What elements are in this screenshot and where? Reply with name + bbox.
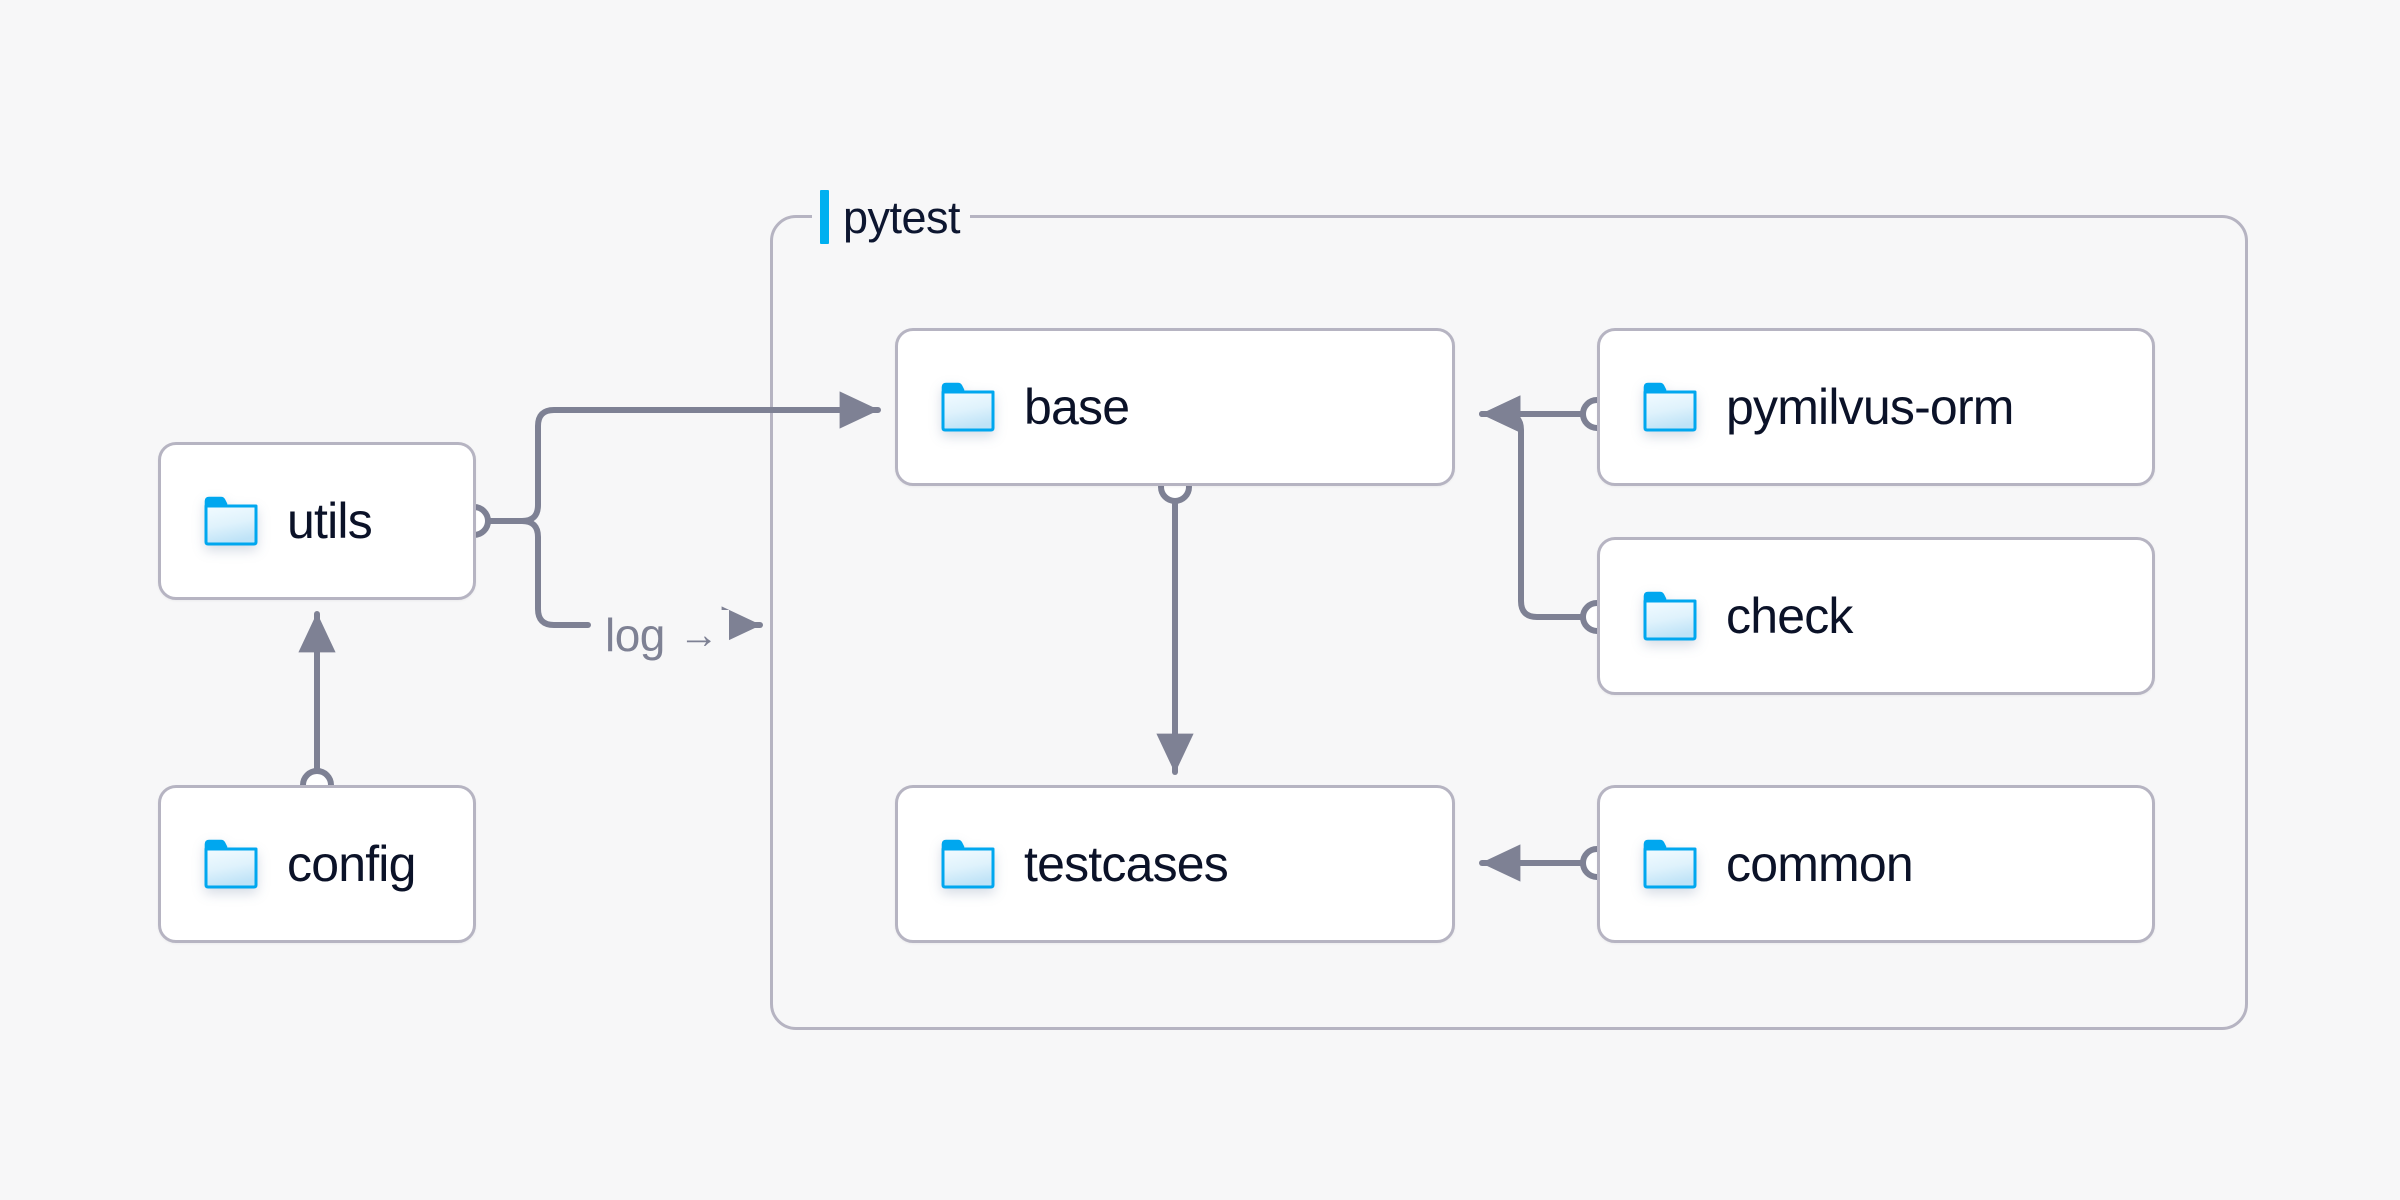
- node-common[interactable]: common: [1597, 785, 2155, 943]
- node-pymilvus-orm[interactable]: pymilvus-orm: [1597, 328, 2155, 486]
- node-label: check: [1726, 588, 1853, 644]
- edge-label-log-text: log: [605, 609, 665, 661]
- node-utils[interactable]: utils: [158, 442, 476, 600]
- node-label: utils: [287, 493, 373, 549]
- folder-icon: [1642, 590, 1698, 642]
- folder-icon: [940, 381, 996, 433]
- group-label-text: pytest: [843, 191, 961, 243]
- edge-utils-log-part1[interactable]: [519, 518, 591, 628]
- group-container-pytest[interactable]: [770, 215, 2248, 1030]
- folder-icon: [203, 838, 259, 890]
- node-check[interactable]: check: [1597, 537, 2155, 695]
- node-label: common: [1726, 836, 1914, 892]
- edge-label-log[interactable]: log →: [595, 610, 729, 660]
- group-accent-bar-icon: [820, 190, 829, 244]
- folder-icon: [940, 838, 996, 890]
- node-label: testcases: [1024, 836, 1229, 892]
- folder-icon: [1642, 838, 1698, 890]
- node-label: base: [1024, 379, 1130, 435]
- node-label: config: [287, 836, 416, 892]
- group-label-pytest[interactable]: pytest: [812, 186, 971, 248]
- node-label: pymilvus-orm: [1726, 379, 2014, 435]
- folder-icon: [1642, 381, 1698, 433]
- node-base[interactable]: base: [895, 328, 1455, 486]
- folder-icon: [203, 495, 259, 547]
- node-config[interactable]: config: [158, 785, 476, 943]
- arrow-right-icon: →: [678, 613, 719, 657]
- node-testcases[interactable]: testcases: [895, 785, 1455, 943]
